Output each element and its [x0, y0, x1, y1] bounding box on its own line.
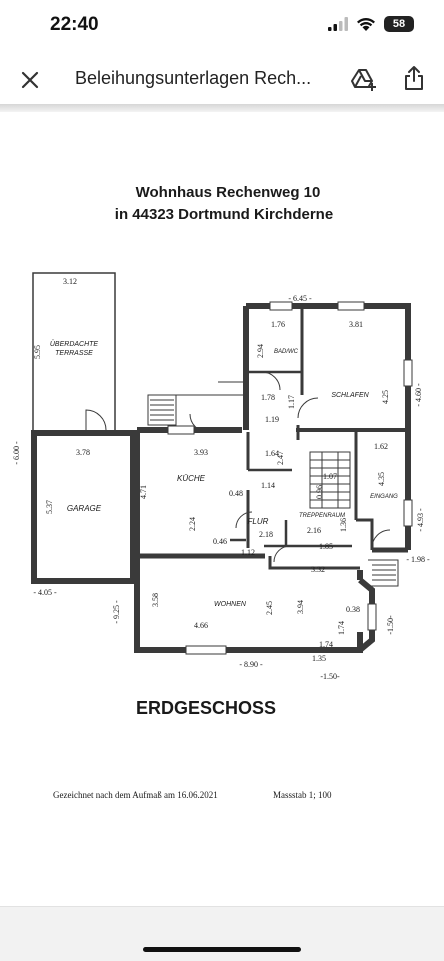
dim-label: 0.48: [229, 489, 243, 498]
dim-label: 1.36: [339, 518, 348, 532]
battery-level: 58: [392, 18, 406, 30]
dim-label: 1.78: [261, 393, 275, 402]
wifi-icon: [357, 17, 375, 31]
battery-icon: 58: [384, 16, 414, 32]
footer-note: Gezeichnet nach dem Aufmaß am 16.06.2021: [53, 790, 218, 800]
status-icons: 58: [328, 16, 414, 32]
dim-label: -1.50-: [320, 672, 340, 681]
status-time: 22:40: [50, 14, 99, 35]
dim-label: 1.62: [374, 442, 388, 451]
room-kueche-label: KÜCHE: [177, 474, 206, 483]
dim-label: 4.35: [377, 472, 386, 486]
dim-label: 5.95: [33, 345, 42, 359]
dim-label: 2.16: [307, 526, 321, 535]
status-bar: 22:40 58: [0, 0, 444, 54]
bottom-bar: [0, 906, 444, 961]
dim-label: 3.32: [311, 565, 325, 574]
dim-label: - 4.93 -: [416, 508, 425, 532]
dim-label: 1.19: [265, 415, 279, 424]
dim-label: - 4.05 -: [33, 588, 57, 597]
add-to-drive-icon: [351, 69, 376, 91]
share-button[interactable]: [398, 62, 430, 94]
dim-label: 2.94: [256, 344, 265, 358]
dim-label: 3.94: [296, 600, 305, 614]
dim-label: 4.66: [194, 621, 208, 630]
dim-label: 1.12: [241, 548, 255, 557]
share-icon: [405, 66, 423, 90]
dim-label: 3.12: [63, 277, 77, 286]
dim-label: 1.76: [271, 320, 285, 329]
app-bar: Beleihungsunterlagen Rech...: [0, 54, 444, 106]
dim-label: 4.25: [381, 390, 390, 404]
dim-label: - 6.45 -: [288, 294, 312, 303]
floor-label: ERDGESCHOSS: [136, 698, 276, 718]
dim-label: 3.78: [76, 448, 90, 457]
dim-label: 3.93: [194, 448, 208, 457]
add-to-drive-button[interactable]: [348, 64, 380, 96]
dim-label: 1.64: [265, 449, 279, 458]
app-bar-shadow: [0, 104, 444, 112]
document-page[interactable]: Wohnhaus Rechenweg 10 in 44323 Dortmund …: [0, 112, 444, 907]
dim-label: 3.58: [151, 593, 160, 607]
stairs-outside: [147, 381, 399, 587]
dim-label: 1.74: [319, 640, 333, 649]
dim-label: 1.17: [287, 395, 296, 409]
room-terrasse-label: ÜBERDACHTE: [50, 340, 99, 348]
dim-label: 1.14: [261, 481, 275, 490]
dim-label: 1.07: [323, 472, 337, 481]
scale-note: Massstab 1; 100: [273, 790, 332, 800]
dim-label: 2.45: [265, 601, 274, 615]
room-eingang-label: EINGANG: [370, 494, 398, 500]
close-icon: [21, 71, 39, 89]
dim-label: 0.38: [346, 605, 360, 614]
dim-label: 4.71: [139, 485, 148, 499]
dim-label: 2.47: [276, 451, 285, 465]
floor-plan: Wohnhaus Rechenweg 10 in 44323 Dortmund …: [12, 184, 430, 800]
dim-label: 5.37: [45, 500, 54, 514]
close-button[interactable]: [14, 64, 46, 96]
document-title: Beleihungsunterlagen Rech...: [75, 68, 312, 88]
dim-label: 2.18: [259, 530, 273, 539]
dim-label: 1.74: [337, 621, 346, 635]
room-garage-label: GARAGE: [67, 504, 102, 513]
dim-label: 0.46: [213, 537, 227, 546]
doors: [85, 371, 391, 563]
stairs-inside: [309, 451, 351, 509]
room-schlafen-label: SCHLAFEN: [331, 392, 369, 399]
dim-label: -1.50-: [386, 615, 395, 635]
dim-label: 0.96: [315, 485, 324, 499]
room-treppenraum-label: TREPPENRAUM: [299, 513, 345, 519]
dim-label: - 4.60 -: [414, 383, 423, 407]
dim-label: - 8.90 -: [239, 660, 263, 669]
dim-label: - 6.00 -: [12, 441, 21, 465]
dim-label: - 9.25 -: [112, 600, 121, 624]
home-indicator[interactable]: [143, 947, 301, 952]
dim-label: 2.24: [188, 517, 197, 531]
room-bad-label: BAD/WC: [274, 349, 299, 355]
cellular-signal-icon: [328, 17, 348, 31]
dim-label: 1.85: [319, 542, 333, 551]
room-terrasse-label-2: TERRASSE: [55, 350, 93, 357]
room-flur-label: FLUR: [248, 517, 269, 526]
walls: [31, 272, 411, 653]
dim-label: 3.81: [349, 320, 363, 329]
dim-label: 1.35: [312, 654, 326, 663]
room-wohnen-label: WOHNEN: [214, 601, 247, 608]
plan-title-line1: Wohnhaus Rechenweg 10: [136, 184, 321, 201]
plan-title-line2: in 44323 Dortmund Kirchderne: [115, 206, 333, 223]
dim-label: - 1.98 -: [406, 555, 430, 564]
windows: [167, 301, 413, 655]
